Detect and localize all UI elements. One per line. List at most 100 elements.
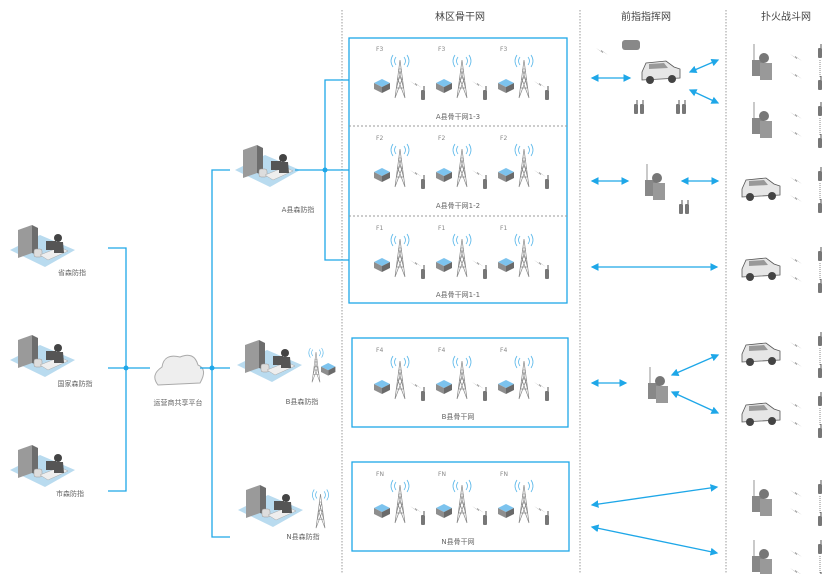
backbone-label-b: B县骨干网 bbox=[441, 413, 475, 421]
wireless-link-icon bbox=[410, 260, 422, 267]
county-b-label: B县森防指 bbox=[285, 398, 319, 406]
walkie-talkie-icon bbox=[817, 278, 823, 294]
frequency-label: FN bbox=[438, 471, 446, 478]
walkie-talkie-icon bbox=[420, 174, 426, 190]
walkie-talkie-icon bbox=[482, 386, 488, 402]
walkie-talkie-icon bbox=[817, 363, 823, 379]
base-station-icon bbox=[498, 380, 514, 394]
wireless-link-icon bbox=[596, 48, 608, 55]
header-front: 前指指挥网 bbox=[621, 12, 671, 23]
wireless-link-icon bbox=[472, 170, 484, 177]
walkie-talkie-icon bbox=[420, 264, 426, 280]
bidirectional-link-arrow bbox=[590, 484, 719, 508]
wireless-link-icon bbox=[534, 81, 546, 88]
walkie-talkie-icon bbox=[544, 386, 550, 402]
base-station-icon bbox=[374, 79, 390, 93]
walkie-talkie-icon bbox=[817, 539, 823, 555]
radio-tower-icon bbox=[390, 54, 410, 99]
walkie-talkie-icon bbox=[678, 199, 684, 215]
frequency-label: F4 bbox=[376, 347, 384, 354]
base-station-icon bbox=[436, 168, 452, 182]
n-backbone-box bbox=[351, 461, 570, 552]
county-n-label: N县森防指 bbox=[286, 533, 320, 541]
walkie-talkie-icon bbox=[817, 511, 823, 527]
server-workstation-icon bbox=[9, 334, 76, 378]
walkie-talkie-icon bbox=[482, 85, 488, 101]
cloud-icon bbox=[154, 354, 204, 386]
wireless-link-icon bbox=[534, 260, 546, 267]
county-a-label: A县森防指 bbox=[281, 206, 315, 214]
radio-tower-icon bbox=[514, 143, 534, 188]
radio-tower-icon bbox=[514, 54, 534, 99]
radio-tower-icon bbox=[390, 143, 410, 188]
base-station-icon bbox=[498, 258, 514, 272]
cloud-label: 运营商共享平台 bbox=[153, 399, 203, 407]
vehicle-icon bbox=[741, 402, 781, 427]
bidirectional-link-arrow bbox=[590, 524, 719, 556]
wireless-link-icon bbox=[790, 130, 802, 137]
server-workstation-icon bbox=[234, 144, 301, 188]
wireless-link-icon bbox=[534, 506, 546, 513]
radio-tower-icon bbox=[514, 479, 534, 524]
wireless-link-icon bbox=[472, 260, 484, 267]
walkie-talkie-icon bbox=[675, 99, 681, 115]
base-station-icon bbox=[374, 168, 390, 182]
wireless-link-icon bbox=[790, 195, 802, 202]
walkie-talkie-icon bbox=[544, 510, 550, 526]
radio-tower-icon bbox=[514, 233, 534, 278]
walkie-talkie-icon bbox=[544, 85, 550, 101]
right-bracket-link bbox=[211, 169, 230, 538]
walkie-talkie-icon bbox=[639, 99, 645, 115]
backbone-label-a11: A县骨干网1-1 bbox=[435, 291, 481, 299]
backbone-label-a12: A县骨干网1-2 bbox=[435, 202, 481, 210]
walkie-talkie-icon bbox=[482, 264, 488, 280]
wireless-link-icon bbox=[410, 382, 422, 389]
walkie-talkie-icon bbox=[684, 199, 690, 215]
walkie-talkie-icon bbox=[420, 386, 426, 402]
a-backbone-box bbox=[348, 37, 568, 304]
header-backbone: 林区骨干网 bbox=[435, 12, 485, 23]
walkie-talkie-icon bbox=[544, 264, 550, 280]
radio-tower-icon bbox=[514, 355, 534, 400]
b-backbone-box bbox=[351, 337, 569, 428]
walkie-talkie-icon bbox=[420, 85, 426, 101]
walkie-talkie-icon bbox=[482, 510, 488, 526]
base-station-icon bbox=[498, 168, 514, 182]
wireless-link-icon bbox=[790, 420, 802, 427]
walkie-talkie-icon bbox=[817, 133, 823, 149]
radio-tower-icon bbox=[312, 489, 329, 529]
radio-tower-icon bbox=[452, 355, 472, 400]
bidirectional-link-arrow bbox=[688, 89, 720, 104]
base-station-icon bbox=[436, 504, 452, 518]
wireless-link-icon bbox=[410, 170, 422, 177]
walkie-talkie-icon bbox=[482, 174, 488, 190]
frequency-label: F1 bbox=[376, 225, 384, 232]
left-bracket-link bbox=[108, 247, 127, 492]
frequency-label: F2 bbox=[438, 135, 446, 142]
walkie-talkie-icon bbox=[681, 99, 687, 115]
server-workstation-icon bbox=[237, 484, 304, 528]
header-fight: 扑火战斗网 bbox=[761, 12, 811, 23]
frequency-label: F2 bbox=[376, 135, 384, 142]
backbone-label-n: N县骨干网 bbox=[441, 538, 475, 546]
base-station-icon bbox=[374, 380, 390, 394]
firefighter-icon bbox=[751, 101, 773, 139]
radio-tower-icon bbox=[390, 355, 410, 400]
base-station-icon bbox=[436, 79, 452, 93]
radio-tower-icon bbox=[452, 54, 472, 99]
wireless-link-icon bbox=[790, 490, 802, 497]
walkie-talkie-icon bbox=[817, 423, 823, 439]
base-station-icon bbox=[436, 258, 452, 272]
firefighter-icon bbox=[647, 366, 669, 404]
base-station-icon bbox=[498, 504, 514, 518]
base-station-icon bbox=[436, 380, 452, 394]
frequency-label: FN bbox=[500, 471, 508, 478]
walkie-talkie-icon bbox=[817, 166, 823, 182]
walkie-talkie-icon bbox=[817, 101, 823, 117]
frequency-label: F3 bbox=[376, 46, 384, 53]
wireless-link-icon bbox=[790, 275, 802, 282]
wireless-link-icon bbox=[790, 508, 802, 515]
wireless-link-icon bbox=[790, 360, 802, 367]
